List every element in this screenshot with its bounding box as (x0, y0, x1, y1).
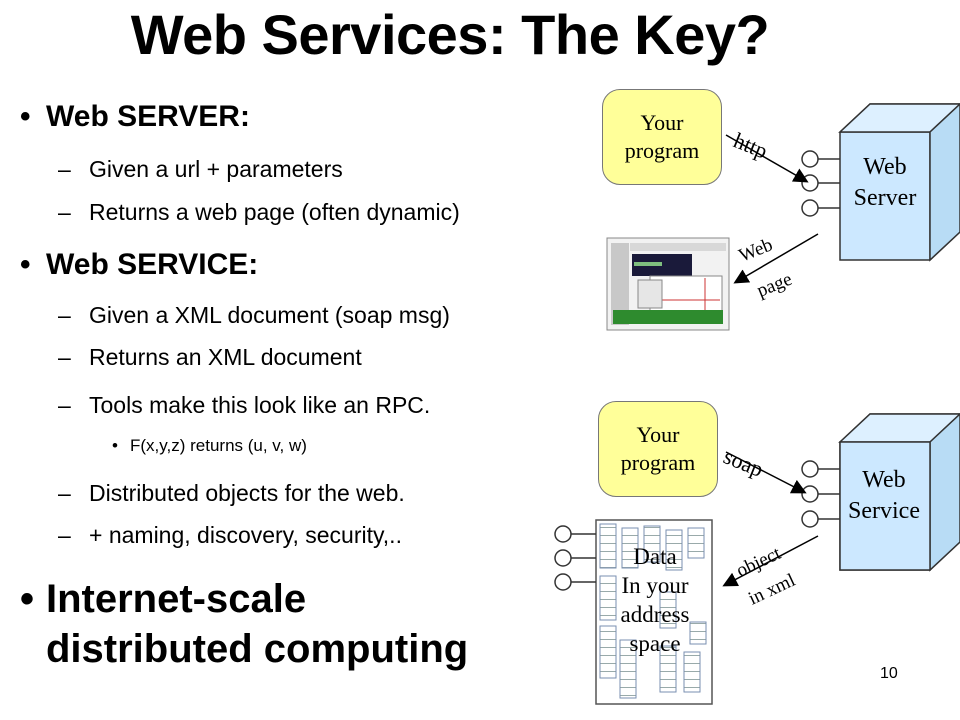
sub-bullet-text: Given a XML document (soap msg) (89, 302, 450, 328)
sub-bullet: –+ naming, discovery, security,.. (58, 522, 402, 548)
web-page-thumbnail (606, 237, 730, 331)
web-service-label: Web Service (848, 467, 920, 524)
your-text: Your (636, 422, 680, 447)
web-service-cube (838, 412, 960, 572)
sub-sub-bullet-text: F(x,y,z) returns (u, v, w) (130, 436, 307, 455)
your-text: Your (640, 110, 684, 135)
bullet-internet-scale: •Internet-scale distributed computing (20, 574, 468, 674)
object-xml-arrow (722, 535, 819, 587)
bullet-dot: • (20, 100, 31, 133)
bullet-web-server: • Web SERVER: (20, 100, 250, 134)
bottom-your-program-box: Your program (598, 401, 718, 497)
http-arrow (725, 134, 809, 183)
bullet-dot: • (20, 248, 31, 281)
big-line-1: Internet-scale (46, 577, 307, 621)
web-server-label: Web Server (853, 154, 917, 211)
sub-bullet-text: + naming, discovery, security,.. (89, 522, 402, 548)
sub-bullet: –Distributed objects for the web. (58, 480, 405, 506)
sub-bullet: –Returns a web page (often dynamic) (58, 199, 460, 225)
web-page-arrow (733, 233, 819, 284)
sub-bullet-text: Distributed objects for the web. (89, 480, 405, 506)
sub-bullet: –Tools make this look like an RPC. (58, 392, 431, 418)
sub-bullet-text: Given a url + parameters (89, 156, 343, 182)
program-text: program (620, 450, 696, 475)
web-server-cube (838, 102, 960, 262)
bullet-web-server-text: Web SERVER: (46, 100, 250, 133)
bullet-dot: • (20, 577, 35, 621)
sub-bullet-text: Tools make this look like an RPC. (89, 392, 431, 418)
data-address-space-box (554, 519, 713, 705)
slide-title: Web Services: The Key? (130, 3, 770, 66)
program-text: program (624, 138, 700, 163)
sub-bullet-text: Returns a web page (often dynamic) (89, 199, 460, 225)
bullet-web-service-text: Web SERVICE: (46, 248, 259, 281)
data-box-label: Data In your address space (620, 544, 690, 656)
sub-bullet: –Given a url + parameters (58, 156, 343, 182)
bullet-web-service: • Web SERVICE: (20, 248, 258, 282)
soap-arrow (725, 451, 807, 494)
page-label: page (754, 269, 795, 302)
top-your-program-box: Your program (602, 89, 722, 185)
page-number: 10 (880, 665, 898, 682)
sub-sub-bullet: •F(x,y,z) returns (u, v, w) (112, 436, 307, 455)
sub-bullet: –Returns an XML document (58, 344, 362, 370)
big-line-2: distributed computing (46, 627, 469, 671)
server-ports (801, 150, 840, 217)
sub-bullet: –Given a XML document (soap msg) (58, 302, 450, 328)
soap-label: soap (720, 443, 767, 481)
sub-bullet-text: Returns an XML document (89, 344, 362, 370)
